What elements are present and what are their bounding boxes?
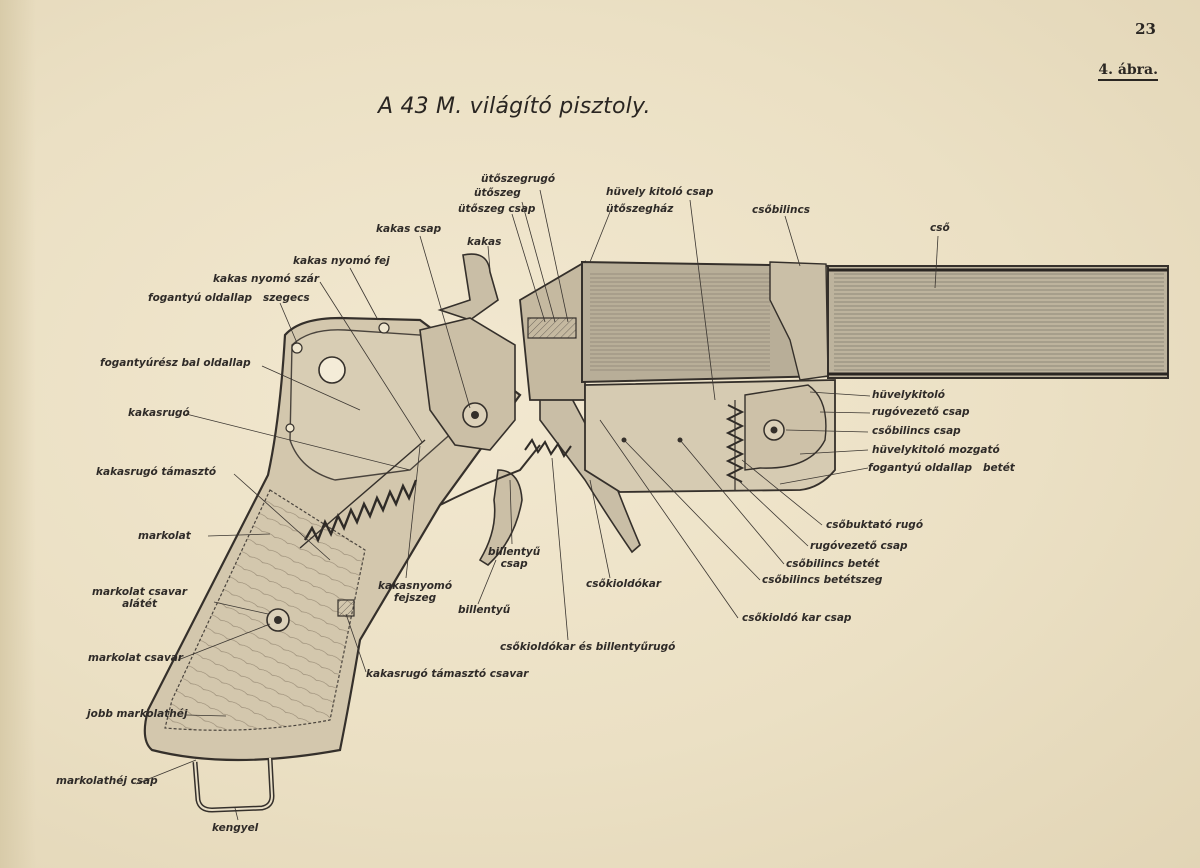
label-markolathej-csap: markolathéj csap — [56, 775, 158, 787]
label-fogantyu-oldallap-szegecs: fogantyú oldallap szegecs — [148, 292, 310, 304]
label-kakas-csap: kakas csap — [376, 223, 442, 235]
label-kakasrugo-tamaszto: kakasrugó támasztó — [96, 466, 217, 478]
label-csobilincs-betetszeg: csőbilincs betétszeg — [762, 574, 883, 586]
trigger — [478, 469, 523, 567]
label-kakasrugo: kakasrugó — [128, 407, 190, 419]
label-cso: cső — [930, 222, 950, 234]
label-kakas-nyomo-szar: kakas nyomó szár — [213, 273, 320, 285]
trigger-spring — [524, 438, 572, 458]
label-huvelykitolo-mozgato: hüvelykitoló mozgató — [872, 444, 1000, 456]
label-kengyel: kengyel — [212, 822, 259, 834]
label-csobuktato-rugo: csőbuktató rugó — [826, 519, 924, 531]
label-fogantyuresz-bal-oldallap: fogantyúrész bal oldallap — [100, 357, 251, 369]
label-markolat: markolat — [138, 530, 191, 542]
barrel-clamp — [769, 261, 829, 381]
label-markolat-csavar: markolat csavar — [88, 652, 184, 664]
hammer-spring — [303, 479, 418, 543]
label-jobb-markolathej: jobb markolathéj — [87, 708, 188, 720]
figure-title: A 43 M. világító pisztoly. — [378, 94, 651, 119]
label-kakas: kakas — [467, 236, 502, 248]
rivet-top — [291, 342, 303, 354]
page-fold-shadow — [0, 0, 36, 868]
lanyard-ring — [192, 757, 275, 813]
striker-housing — [527, 317, 577, 339]
label-huvelykitolo: hüvelykitoló — [872, 389, 945, 401]
label-markolat-csavar-aletet: markolat csavar alátét — [92, 586, 188, 610]
hammer — [437, 253, 499, 321]
label-kakasrugo-tamaszto-csavar: kakasrugó támasztó csavar — [366, 668, 529, 680]
label-utoszegrugo: ütőszegrugó — [481, 173, 556, 185]
label-billentyu-csap: billentyű csap — [488, 546, 541, 570]
label-utoszeg-csap: ütőszeg csap — [458, 203, 536, 215]
label-csokioldo-kar-csap: csőkioldó kar csap — [742, 612, 852, 624]
page-number: 23 — [1135, 20, 1156, 38]
leader-lines — [135, 189, 939, 821]
label-billentyu: billentyű — [458, 604, 511, 616]
figure-label: 4. ábra. — [1098, 62, 1158, 81]
label-utoszeghaz: ütőszegház — [606, 203, 674, 215]
label-csokioldokar: csőkioldókar — [586, 578, 662, 590]
hammer-body — [419, 317, 516, 451]
label-csobilincs-csap: csőbilincs csap — [872, 425, 961, 437]
rivet-right — [378, 322, 390, 334]
spring-support-screw — [337, 599, 355, 617]
label-fogantyu-oldallap-betet: fogantyú oldallap betét — [868, 462, 1015, 474]
label-utoszeg: ütőszeg — [474, 187, 521, 199]
label-csokioldokar-es-billentyurugo: csőkioldókar és billentyűrugó — [500, 641, 676, 653]
label-csobilincs-betet: csőbilincs betét — [786, 558, 880, 570]
trigger-guard — [439, 444, 541, 506]
extractor-lever — [744, 384, 827, 471]
label-kakasnyomo-fejszeg: kakasnyomó fejszeg — [378, 580, 453, 604]
grip-hole — [318, 356, 346, 384]
rivet-side — [285, 423, 295, 433]
label-kakas-nyomo-fej: kakas nyomó fej — [293, 255, 390, 267]
label-csobilincs-top: csőbilincs — [752, 204, 810, 216]
grip-wood-panel — [164, 489, 366, 731]
label-rugovezeto-csap-1: rugóvezető csap — [872, 406, 970, 418]
label-rugovezeto-csap-2: rugóvezető csap — [810, 540, 908, 552]
label-huvely-kitolo-csap: hüvely kitoló csap — [606, 186, 714, 198]
